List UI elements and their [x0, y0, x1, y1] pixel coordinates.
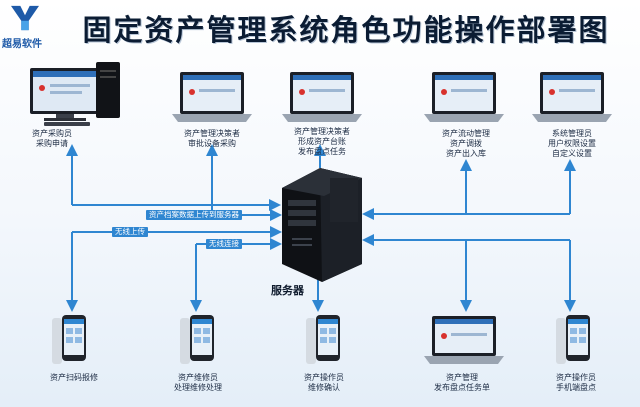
role-purchaser: 资产采购员采购申请 [32, 129, 72, 148]
phone-scan-icon [52, 315, 86, 364]
server-icon [282, 168, 362, 282]
laptop-sysadmin-icon [532, 72, 612, 122]
laptop-flow-icon [424, 72, 504, 122]
role-operator-confirm: 资产操作员维修确认 [304, 373, 344, 392]
role-scan-repair: 资产扫码报修 [50, 373, 98, 382]
upload-tag: 资产档案数据上传到服务器 [146, 210, 242, 220]
laptop-ledger-icon [282, 72, 362, 122]
brand-name: 超易软件 [2, 39, 42, 50]
phone-mobile-inventory-icon [556, 315, 590, 364]
brand-logo-icon [11, 5, 39, 31]
wireless-connect-tag: 无线连接 [206, 239, 242, 249]
desktop-computer-icon [30, 62, 120, 126]
role-sysadmin: 系统管理员用户权限设置自定义设置 [548, 129, 596, 158]
laptop-inventory-icon [424, 316, 504, 364]
role-ledger-manager: 资产管理决策者形成资产台账发布盘点任务 [294, 127, 350, 156]
phone-operator-icon [306, 315, 340, 364]
server-label: 服务器 [271, 284, 304, 297]
page-title: 固定资产管理系统角色功能操作部署图 [82, 13, 610, 47]
role-flow-manager: 资产流动管理资产调拨资产出入库 [442, 129, 490, 158]
laptop-approve-icon [172, 72, 252, 122]
role-repairer: 资产维修员处理维修处理 [174, 373, 222, 392]
role-approver: 资产管理决策者审批设备采购 [184, 129, 240, 148]
role-mobile-inventory: 资产操作员手机端盘点 [556, 373, 596, 392]
wireless-upload-tag: 无线上传 [112, 227, 148, 237]
role-inventory-manager: 资产管理发布盘点任务单 [434, 373, 490, 392]
phone-repair-icon [180, 315, 214, 364]
